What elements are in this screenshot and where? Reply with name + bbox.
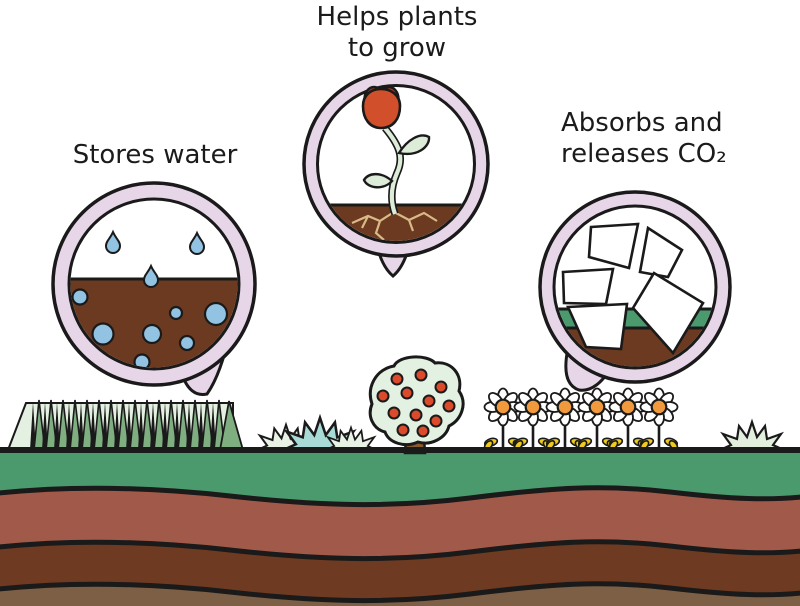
fruit-tree	[368, 355, 465, 455]
bubble-stores-water	[51, 181, 257, 396]
tree-fruits	[376, 368, 456, 438]
leaf-icon	[397, 134, 431, 156]
bubble-absorbs-co2	[538, 190, 732, 392]
soil-layer-topsoil	[0, 448, 800, 505]
leaf-icon	[362, 172, 394, 189]
soil-boundary-1	[0, 485, 800, 508]
daisy-flower-icon	[637, 387, 681, 453]
grass-patch	[6, 399, 245, 451]
caption-absorbs-co2: Absorbs and releases CO₂	[561, 108, 727, 169]
soil-layer-subsoil-dark	[0, 541, 800, 601]
tulip-bloom	[361, 85, 402, 130]
caption-helps-plants: Helps plants to grow	[316, 2, 478, 63]
daisy-row	[481, 387, 681, 453]
shrub-icon	[718, 420, 786, 452]
shrub-cluster	[256, 416, 378, 452]
caption-stores-water: Stores water	[72, 140, 238, 170]
soil-boundary-2	[0, 539, 800, 562]
magnifier-lens	[316, 84, 476, 244]
bubble-helps-plants	[302, 70, 490, 278]
water-pockets	[71, 288, 229, 368]
sprouting-flower-icon	[361, 85, 431, 216]
soil-layers	[0, 448, 800, 606]
soil-boundary-3	[0, 581, 800, 604]
